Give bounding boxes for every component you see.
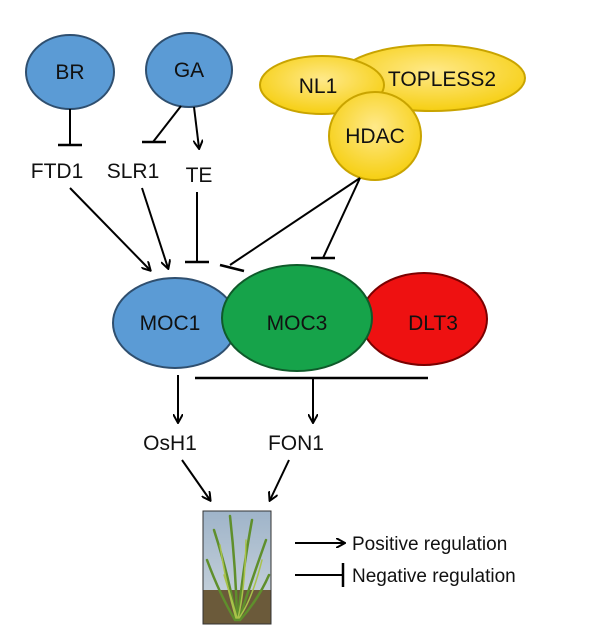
ga-slr1-inhibition bbox=[152, 105, 182, 143]
osh1-label: OsH1 bbox=[143, 432, 197, 455]
fon1-plant-arrow bbox=[270, 459, 290, 500]
osh1-plant-arrow bbox=[181, 459, 210, 500]
hdac-moc1-inhibition bbox=[229, 177, 361, 266]
ga-te-arrow bbox=[193, 106, 199, 148]
nl1-label: NL1 bbox=[299, 75, 338, 98]
slr1-moc1-arrow bbox=[141, 187, 168, 268]
moc1-label: MOC1 bbox=[140, 312, 201, 335]
br-label: BR bbox=[55, 61, 84, 84]
hdac-node bbox=[328, 91, 422, 181]
ftd1-moc1-arrow bbox=[69, 187, 150, 270]
ga-label: GA bbox=[174, 59, 204, 82]
rice-plant-photo bbox=[202, 510, 272, 625]
ftd1-label: FTD1 bbox=[31, 160, 84, 183]
slr1-label: SLR1 bbox=[107, 160, 160, 183]
hdac-moc3-inhibition bbox=[322, 177, 361, 259]
moc3-label: MOC3 bbox=[267, 312, 328, 335]
topless2-label: TOPLESS2 bbox=[388, 68, 496, 91]
te-label: TE bbox=[186, 164, 213, 187]
fon1-label: FON1 bbox=[268, 432, 324, 455]
legend-negative-label: Negative regulation bbox=[352, 566, 516, 587]
hdac-moc1-bar bbox=[219, 263, 245, 273]
ga-node bbox=[145, 32, 233, 108]
legend-positive-label: Positive regulation bbox=[352, 534, 507, 555]
hdac-label: HDAC bbox=[345, 125, 405, 148]
moc3-node bbox=[221, 264, 373, 372]
dlt3-label: DLT3 bbox=[408, 312, 458, 335]
